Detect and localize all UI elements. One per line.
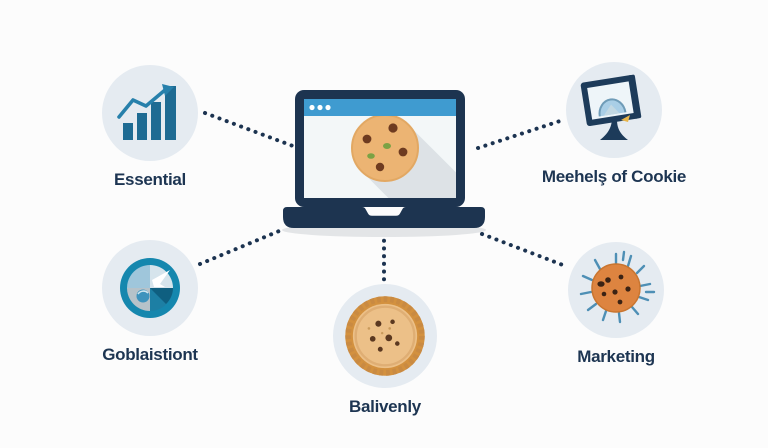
node-marketing: Marketing (526, 242, 706, 367)
node-label-delivery: Balivenly (349, 397, 421, 416)
browser-dot (309, 104, 315, 111)
connector-marketing (480, 232, 570, 269)
laptop-cookie-icon (282, 90, 486, 237)
chocolate-chip (612, 289, 618, 295)
chocolate-chip (601, 291, 607, 297)
browser-dot (317, 104, 323, 111)
chocolate-chip (617, 299, 623, 305)
chocolate-chip (369, 336, 376, 342)
node-methods: Meehelş of Cookie (524, 62, 704, 187)
chocolate-chip (597, 281, 605, 287)
green-bit (367, 153, 375, 159)
chocolate-chip (395, 341, 400, 346)
chocolate-chip (377, 346, 383, 352)
bar-chart-icon (117, 84, 176, 140)
laptop-base (283, 207, 485, 228)
node-circle (102, 240, 198, 336)
node-essential: Essential (60, 65, 240, 190)
monitor-photo-icon (580, 74, 642, 140)
chocolate-chip (385, 334, 393, 342)
browser-dot (325, 104, 331, 111)
connector-essential (203, 111, 295, 148)
stylus-pen (621, 115, 630, 122)
chocolate-chip (390, 319, 395, 325)
connector-methods (476, 119, 562, 150)
chocolate-chip (362, 134, 372, 144)
chocolate-chip (625, 286, 631, 292)
node-circle (568, 242, 664, 338)
node-delivery: Balivenly (295, 284, 475, 417)
connector-functional (198, 227, 286, 266)
cookie-photo-icon (345, 296, 425, 376)
node-label-functional: Goblaistiont (102, 345, 198, 364)
chocolate-chip (398, 147, 408, 157)
node-circle (102, 65, 198, 161)
chocolate-chip (375, 320, 382, 327)
chocolate-chip (375, 162, 385, 172)
chocolate-chip (618, 274, 624, 280)
node-functional: Goblaistiont (60, 240, 240, 365)
globe-pie-icon (120, 258, 180, 318)
node-label-essential: Essential (114, 170, 186, 189)
cookie-burst-icon (579, 250, 656, 324)
monitor-stand (600, 120, 628, 140)
burst-rays (579, 250, 656, 324)
green-bit (383, 143, 391, 149)
node-label-marketing: Marketing (577, 347, 655, 366)
laptop-illustration (279, 82, 489, 238)
plane-shape (152, 270, 170, 287)
chocolate-chip (605, 277, 611, 283)
node-label-methods: Meehelş of Cookie (541, 167, 687, 186)
chocolate-chip (388, 123, 398, 133)
browser-bar (304, 99, 456, 116)
node-circle (566, 62, 662, 158)
node-circle (333, 284, 437, 388)
